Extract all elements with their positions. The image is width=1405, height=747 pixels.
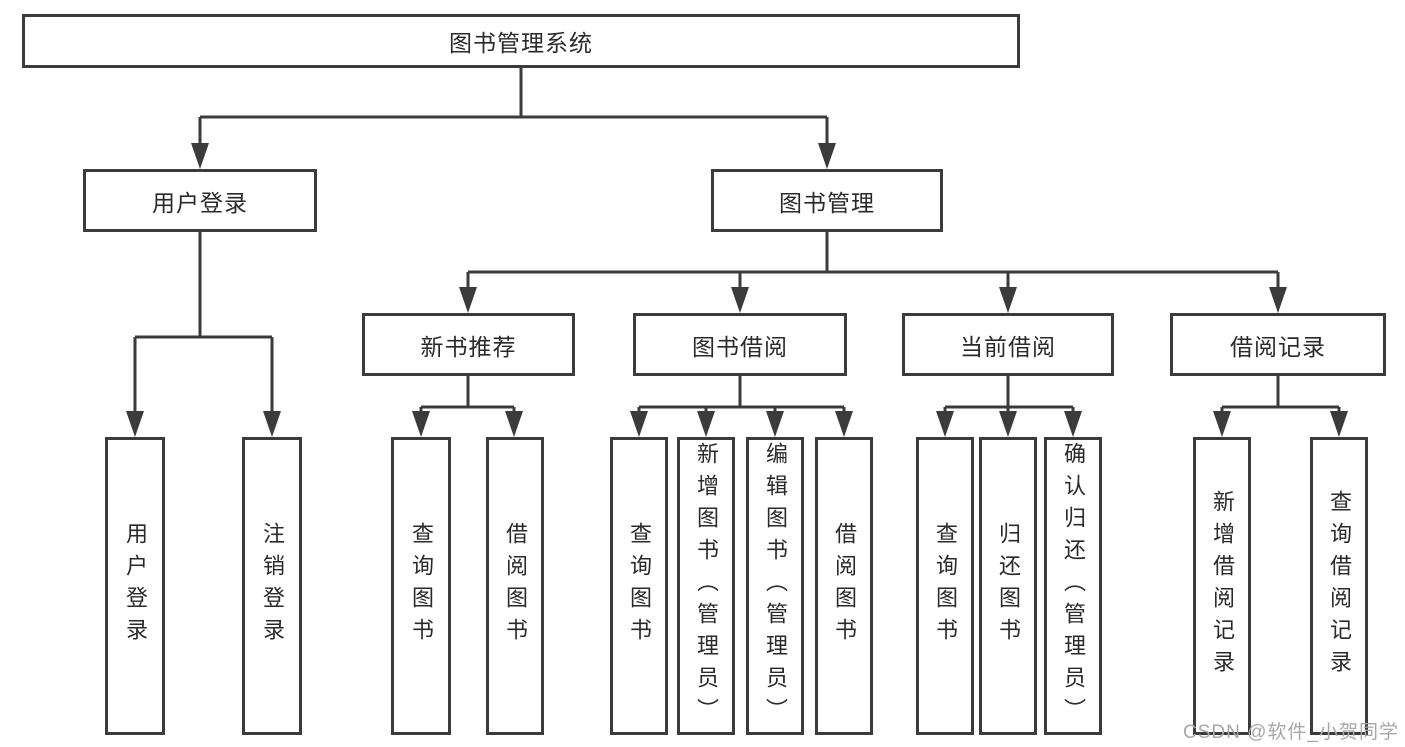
node-label: 查询借阅记录 [1327,490,1352,682]
leaf-add-borrow-record: 新增借阅记录 [1193,437,1251,735]
node-label: 新增借阅记录 [1210,490,1235,682]
leaf-user-login: 用户登录 [105,437,165,735]
node-label: 借阅图书 [503,522,528,650]
leaf-return-books: 归还图书 [979,437,1037,735]
leaf-borrow-books-2: 借阅图书 [815,437,873,735]
node-label: 借阅记录 [1230,333,1326,360]
node-label: 用户登录 [123,522,148,650]
node-book-borrow: 图书借阅 [633,313,847,376]
node-label: 当前借阅 [960,333,1056,360]
node-root: 图书管理系统 [22,14,1020,68]
node-label: 注销登录 [260,522,285,650]
node-label: 确认归还（管理员） [1061,442,1086,730]
leaf-logout-login: 注销登录 [242,437,302,735]
node-label: 图书借阅 [692,333,788,360]
node-label: 图书管理系统 [449,30,593,56]
node-new-book-recommend: 新书推荐 [362,313,575,376]
node-book-management: 图书管理 [711,169,943,232]
connector-paths [133,68,1341,417]
leaf-query-books-3: 查询图书 [916,437,974,735]
node-label: 图书管理 [779,189,875,216]
node-current-borrow: 当前借阅 [902,313,1114,376]
node-borrow-records: 借阅记录 [1170,313,1386,376]
node-label: 查询图书 [933,522,958,650]
arrowheads [126,143,1348,437]
node-label: 编辑图书（管理员） [763,442,788,730]
node-user-login: 用户登录 [83,169,317,232]
node-label: 查询图书 [409,522,434,650]
leaf-borrow-books-1: 借阅图书 [486,437,544,735]
node-label: 新增图书（管理员） [694,442,719,730]
leaf-edit-book-admin: 编辑图书（管理员） [746,437,804,735]
node-label: 归还图书 [996,522,1021,650]
leaf-confirm-return-admin: 确认归还（管理员） [1044,437,1102,735]
leaf-query-books-1: 查询图书 [391,437,451,735]
leaf-query-borrow-record: 查询借阅记录 [1310,437,1368,735]
node-label: 查询图书 [627,522,652,650]
leaf-add-book-admin: 新增图书（管理员） [677,437,735,735]
watermark: CSDN @软件_小贺同学 [1183,722,1399,743]
node-label: 借阅图书 [832,522,857,650]
node-label: 用户登录 [152,189,248,216]
leaf-query-books-2: 查询图书 [610,437,668,735]
node-label: 新书推荐 [420,333,517,360]
